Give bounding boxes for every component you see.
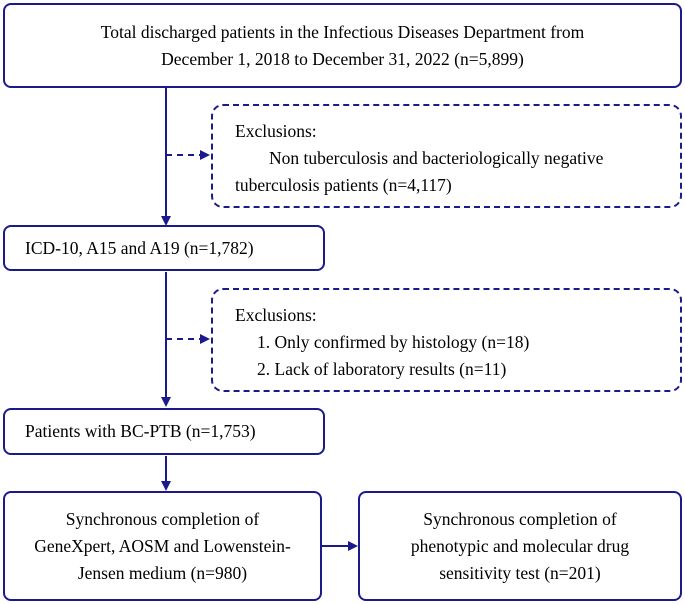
sync1-box: Synchronous completion of GeneXpert, AOS… [3, 491, 322, 601]
bcptb-box: Patients with BC-PTB (n=1,753) [3, 408, 325, 455]
exclusion2-box: Exclusions: 1. Only confirmed by histolo… [211, 288, 682, 392]
total-line1: Total discharged patients in the Infecti… [100, 21, 585, 42]
icd-label: ICD-10, A15 and A19 (n=1,782) [25, 237, 254, 258]
total-patients-box: Total discharged patients in the Infecti… [3, 3, 682, 88]
icd-box: ICD-10, A15 and A19 (n=1,782) [3, 225, 325, 271]
sync2-line3: sensitivity test (n=201) [439, 562, 601, 583]
sync2-line1: Synchronous completion of [423, 508, 617, 529]
sync2-line2: phenotypic and molecular drug [410, 535, 630, 556]
exclusion2-heading: Exclusions: [235, 305, 317, 325]
exclusion1-line1: Non tuberculosis and bacteriologically n… [269, 148, 604, 168]
bcptb-label: Patients with BC-PTB (n=1,753) [25, 421, 256, 441]
sync1-line1: Synchronous completion of [65, 508, 260, 529]
exclusion1-box: Exclusions: Non tuberculosis and bacteri… [211, 104, 682, 208]
exclusion2-item2: 2. Lack of laboratory results (n=11) [257, 359, 507, 379]
sync2-box: Synchronous completion of phenotypic and… [358, 491, 682, 601]
exclusion1-heading: Exclusions: [235, 121, 317, 141]
sync1-line2: GeneXpert, AOSM and Lowenstein- [34, 535, 291, 556]
sync1-line3: Jensen medium (n=980) [77, 562, 248, 583]
exclusion1-line2: tuberculosis patients (n=4,117) [235, 175, 452, 195]
exclusion2-item1: 1. Only confirmed by histology (n=18) [257, 332, 530, 352]
total-line2: December 1, 2018 to December 31, 2022 (n… [161, 48, 524, 69]
